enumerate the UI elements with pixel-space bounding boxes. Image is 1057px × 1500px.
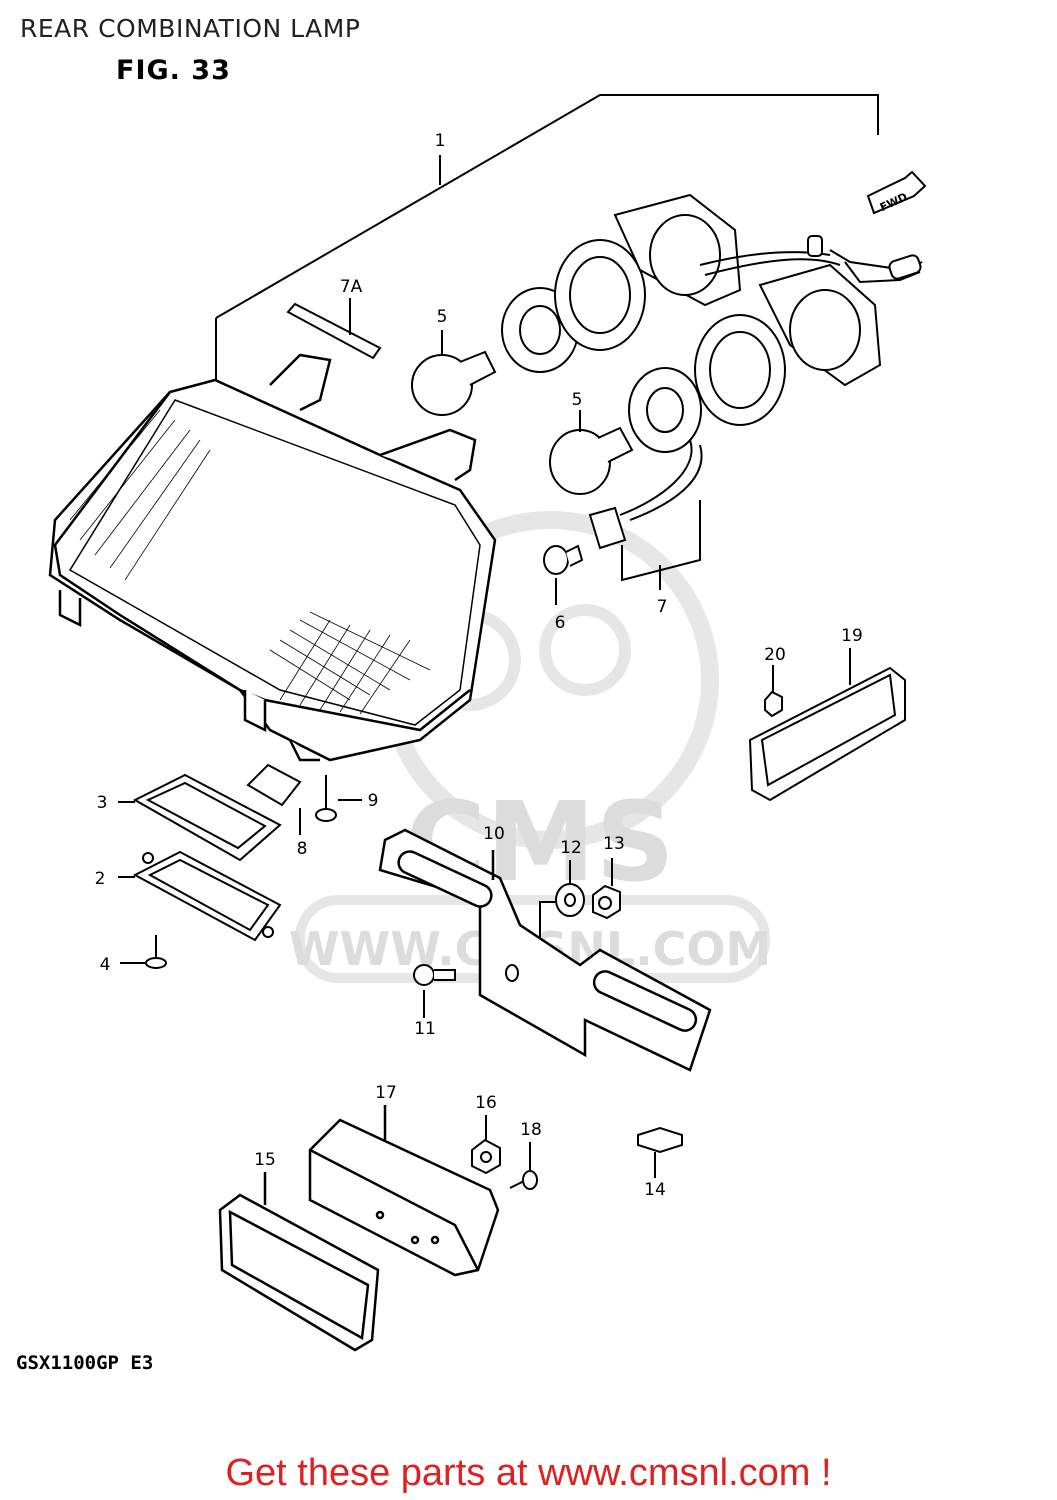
license-lamp-housing-17 [308, 1105, 500, 1277]
figure-label: FIG. 33 [116, 55, 231, 86]
wiring-harness [619, 235, 923, 521]
callout-9: 9 [368, 791, 379, 811]
bulb-5-lower [549, 410, 634, 495]
callout-7: 7 [657, 597, 668, 617]
callout-20: 20 [764, 645, 786, 665]
callout-6: 6 [555, 613, 566, 633]
clip-8 [246, 763, 302, 835]
model-code: GSX1100GP E3 [16, 1352, 154, 1374]
assembly-bracket-1 [215, 94, 879, 385]
screw-18 [509, 1142, 538, 1190]
fwd-arrow-icon: FWD [866, 170, 927, 215]
bracket-7 [621, 500, 701, 590]
nut-13 [592, 858, 621, 920]
callout-17: 17 [375, 1083, 397, 1103]
lens-hatching [69, 409, 431, 715]
callout-14: 14 [644, 1180, 666, 1200]
callout-labels: 1 7A 5 5 6 7 20 19 3 9 8 2 10 12 13 4 11… [95, 131, 863, 1200]
socket-assembly-upper [501, 193, 742, 373]
reflector-15 [218, 1172, 380, 1352]
bolt-9 [315, 775, 362, 822]
bulb-5-upper [411, 330, 497, 416]
callout-16: 16 [475, 1093, 497, 1113]
callout-3: 3 [97, 793, 108, 813]
callout-2: 2 [95, 869, 106, 889]
callout-10: 10 [483, 824, 505, 844]
bulb-14 [637, 1126, 683, 1178]
callout-12: 12 [560, 838, 582, 858]
callout-5a: 5 [437, 307, 448, 327]
socket-assembly-lower [628, 263, 882, 453]
tail-lamp-housing [48, 353, 497, 762]
gasket-3 [118, 773, 282, 862]
callout-7a: 7A [340, 277, 363, 297]
callout-1: 1 [435, 131, 446, 151]
screw-4 [120, 935, 167, 969]
bulb-6-wedge [543, 506, 627, 605]
callout-8: 8 [297, 839, 308, 859]
callout-11: 11 [414, 1019, 436, 1039]
washer-12 [539, 860, 585, 938]
callout-5b: 5 [572, 390, 583, 410]
callout-15: 15 [254, 1150, 276, 1170]
callout-18: 18 [520, 1120, 542, 1140]
reflector-19 [748, 648, 906, 802]
exploded-parts-diagram: CMS WWW.CMSNL.COM FWD [48, 94, 927, 1352]
page-title: REAR COMBINATION LAMP [20, 14, 361, 43]
callout-19: 19 [841, 626, 863, 646]
bolt-11 [413, 964, 519, 1018]
nut-16 [471, 1115, 501, 1175]
callout-4: 4 [100, 955, 111, 975]
footer-parts-link[interactable]: Get these parts at www.cmsnl.com ! [225, 1452, 832, 1494]
callout-13: 13 [603, 834, 625, 854]
license-lens-2 [118, 850, 282, 942]
part-7a-strip [286, 298, 382, 360]
license-bracket-10 [378, 828, 712, 1072]
